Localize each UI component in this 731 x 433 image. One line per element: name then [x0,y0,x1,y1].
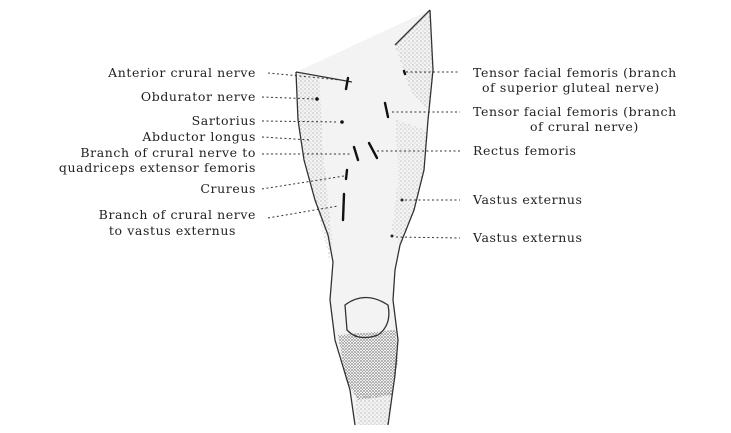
label-vastus-externus-2: Vastus externus [472,230,583,245]
marker-obdurator [315,97,319,101]
label-sartorius: Sartorius [192,113,256,128]
marker-sartorius [340,120,344,124]
label-abductor-longus: Abductor longus [141,129,256,144]
label-obdurator-nerve: Obdurator nerve [141,89,256,104]
marker-vastus-branch [343,194,344,220]
leader-vastus-externus-2 [396,237,460,238]
label-branch-quadriceps-line1: Branch of crural nerve to [80,145,256,160]
right-labels: Tensor facial femoris (branch of superio… [472,65,677,245]
label-tensor-gluteal-line2: of superior gluteal nerve) [482,80,660,95]
label-tensor-gluteal-line1: Tensor facial femoris (branch [473,65,677,80]
label-branch-vastus-line2: to vastus externus [109,223,236,238]
marker-tensor-gluteal [404,71,405,74]
label-tensor-crural-line2: of crural nerve) [530,119,639,134]
label-anterior-crural-nerve: Anterior crural nerve [107,65,256,80]
label-crureus: Crureus [200,181,256,196]
marker-crureus [346,170,347,179]
marker-vastus-externus-2 [391,235,394,238]
shin-shading [355,392,392,425]
label-branch-quadriceps-line2: quadriceps extensor femoris [59,160,256,175]
label-tensor-crural-line1: Tensor facial femoris (branch [473,104,677,119]
label-branch-vastus-line1: Branch of crural nerve [99,207,256,222]
knee-shading [338,330,398,400]
left-labels: Anterior crural nerve Obdurator nerve Sa… [59,65,256,238]
label-rectus-femoris: Rectus femoris [473,143,576,158]
label-vastus-externus-1: Vastus externus [472,192,583,207]
marker-vastus-externus-1 [401,199,404,202]
